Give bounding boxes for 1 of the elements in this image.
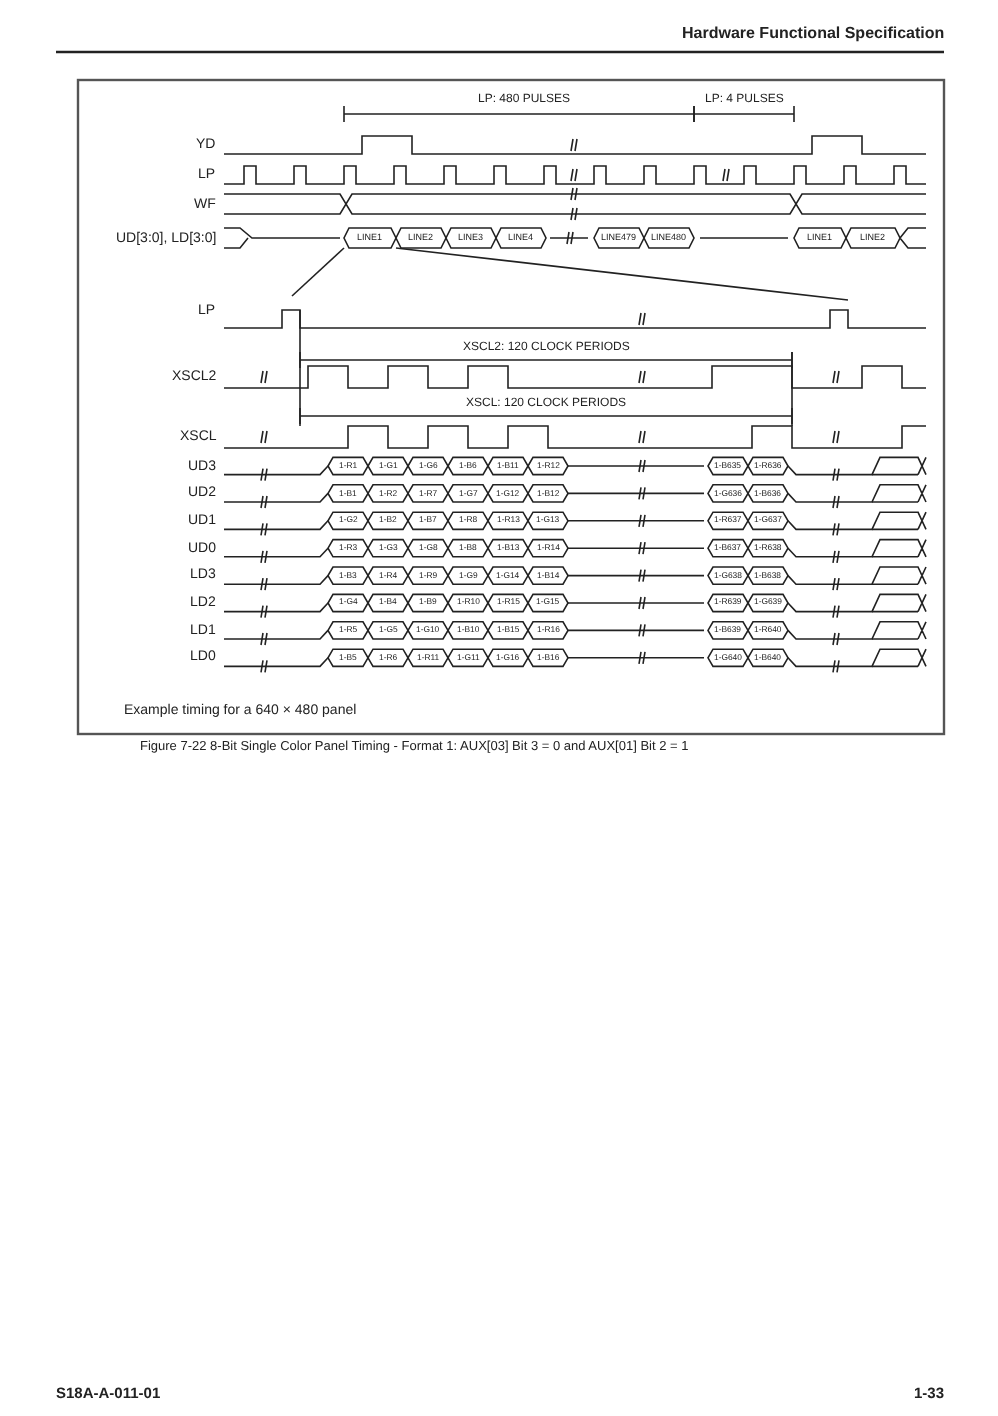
page-header: Hardware Functional Specification (682, 26, 945, 42)
